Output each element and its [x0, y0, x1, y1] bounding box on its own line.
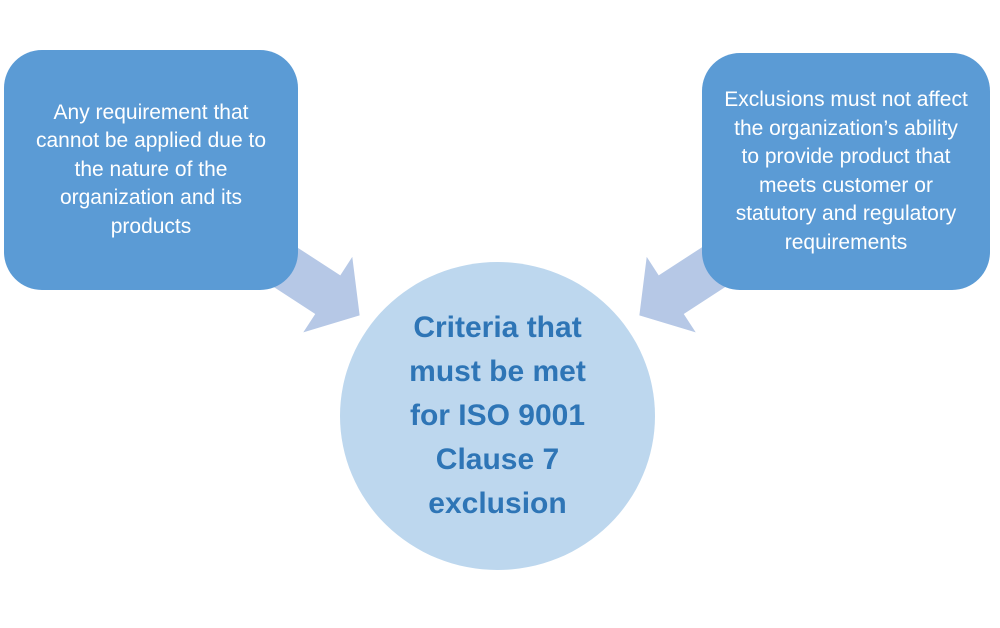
left-condition-box: Any requirement that cannot be applied d…: [4, 50, 298, 290]
right-condition-text: Exclusions must not affect the organizat…: [724, 88, 968, 254]
center-criteria-circle: Criteria that must be met for ISO 9001 C…: [340, 262, 655, 570]
center-criteria-text: Criteria that must be met for ISO 9001 C…: [409, 311, 586, 520]
right-condition-box: Exclusions must not affect the organizat…: [702, 53, 990, 290]
left-condition-text: Any requirement that cannot be applied d…: [35, 100, 267, 238]
